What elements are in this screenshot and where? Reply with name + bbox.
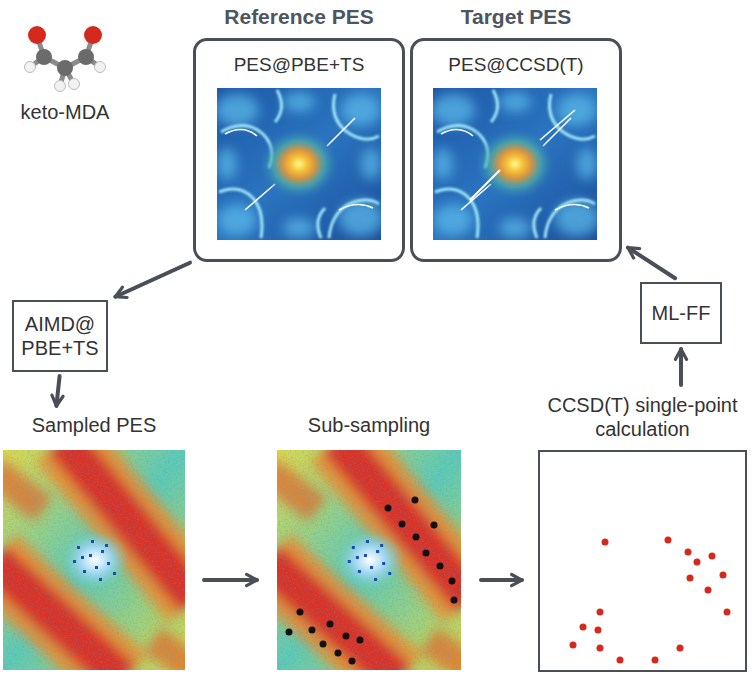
sampled-heatmap bbox=[0, 440, 195, 680]
drawing-part bbox=[36, 49, 52, 65]
drawing-part bbox=[652, 657, 659, 664]
drawing-part bbox=[28, 26, 102, 44]
drawing-part bbox=[437, 563, 444, 570]
drawing-part bbox=[215, 88, 383, 240]
flow-arrow bbox=[628, 248, 675, 279]
drawing-part bbox=[267, 440, 471, 680]
drawing-part bbox=[451, 597, 458, 604]
flow-arrow bbox=[679, 349, 683, 385]
drawing-part bbox=[335, 650, 342, 657]
drawing-part bbox=[343, 633, 350, 640]
drawing-part bbox=[709, 553, 716, 560]
box-label: AIMD@ PBE+TS bbox=[20, 312, 100, 360]
drawing-part bbox=[431, 88, 599, 240]
drawing-part bbox=[597, 645, 604, 652]
plot-panel: Sub-sampling bbox=[273, 410, 465, 672]
drawing-part bbox=[0, 440, 195, 680]
plot-panel: Sampled PES bbox=[0, 410, 188, 672]
drawing-part bbox=[57, 60, 73, 76]
pes-heatmap bbox=[431, 88, 599, 240]
panel-heading: Target PES bbox=[410, 2, 622, 29]
panel-heading: Reference PES bbox=[193, 2, 405, 29]
drawing-part bbox=[449, 578, 456, 585]
drawing-part bbox=[28, 26, 46, 44]
drawing-part bbox=[55, 81, 66, 92]
box-label: ML-FF bbox=[652, 301, 711, 325]
process-box: ML-FF bbox=[640, 282, 722, 344]
drawing-part bbox=[595, 627, 602, 634]
drawing-part bbox=[69, 79, 80, 90]
drawing-part bbox=[431, 522, 438, 529]
drawing-part bbox=[385, 505, 392, 512]
drawing-part bbox=[357, 637, 364, 644]
drawing-part bbox=[297, 609, 304, 616]
drawing-part bbox=[309, 627, 316, 634]
drawing-part bbox=[349, 658, 356, 665]
panel-heading: Sub-sampling bbox=[273, 410, 465, 437]
panel-title: PES@CCSD(T) bbox=[413, 53, 619, 77]
drawing-part bbox=[597, 609, 604, 616]
panel-box: Target PES PES@CCSD(T) bbox=[410, 2, 622, 262]
panel-frame: PES@CCSD(T) bbox=[410, 38, 622, 262]
flow-arrow bbox=[115, 263, 190, 297]
drawing-part bbox=[687, 575, 694, 582]
drawing-part bbox=[30, 36, 100, 86]
drawing-part bbox=[677, 645, 684, 652]
drawing-part bbox=[694, 559, 701, 566]
drawing-part bbox=[617, 657, 624, 664]
panel-title: PES@PBE+TS bbox=[196, 53, 402, 77]
drawing-part bbox=[685, 549, 692, 556]
molecule bbox=[25, 26, 106, 92]
panel-frame: PES@PBE+TS bbox=[193, 38, 405, 262]
drawing-part bbox=[720, 572, 727, 579]
drawing-part bbox=[78, 49, 94, 65]
flow-arrow bbox=[204, 578, 257, 582]
panel-box: Reference PES PES@PBE+TS bbox=[193, 2, 405, 262]
drawing-part bbox=[423, 550, 430, 557]
pes-heatmap bbox=[215, 88, 383, 240]
flow-arrow bbox=[481, 578, 522, 582]
molecule-label: keto-MDA bbox=[6, 100, 124, 124]
drawing-part bbox=[540, 110, 575, 140]
process-box: AIMD@ PBE+TS bbox=[12, 300, 108, 372]
drawing-part bbox=[286, 629, 293, 636]
panel-heading: CCSD(T) single-point calculation bbox=[538, 390, 747, 441]
drawing-part bbox=[724, 609, 731, 616]
panel-heading: Sampled PES bbox=[0, 410, 188, 437]
drawing-part bbox=[705, 587, 712, 594]
drawing-part bbox=[84, 26, 102, 44]
panel-box: CCSD(T) single-point calculation bbox=[538, 390, 747, 672]
drawing-part bbox=[412, 497, 419, 504]
drawing-part bbox=[95, 62, 106, 73]
drawing-part bbox=[570, 642, 577, 649]
subsample-dots bbox=[286, 497, 458, 665]
drawing-part bbox=[320, 641, 327, 648]
sampled-heatmap bbox=[267, 440, 471, 680]
drawing-part bbox=[36, 49, 94, 76]
panel-frame bbox=[538, 450, 747, 672]
drawing-part bbox=[413, 534, 420, 541]
drawing-part bbox=[399, 521, 406, 528]
drawing-part bbox=[470, 170, 500, 200]
drawing-part bbox=[580, 624, 587, 631]
drawing-part bbox=[602, 539, 609, 546]
drawing-part bbox=[25, 62, 36, 73]
flow-arrow bbox=[56, 376, 59, 406]
drawing-part bbox=[327, 621, 334, 628]
drawing-part bbox=[665, 537, 672, 544]
ccsd-points bbox=[570, 537, 731, 664]
